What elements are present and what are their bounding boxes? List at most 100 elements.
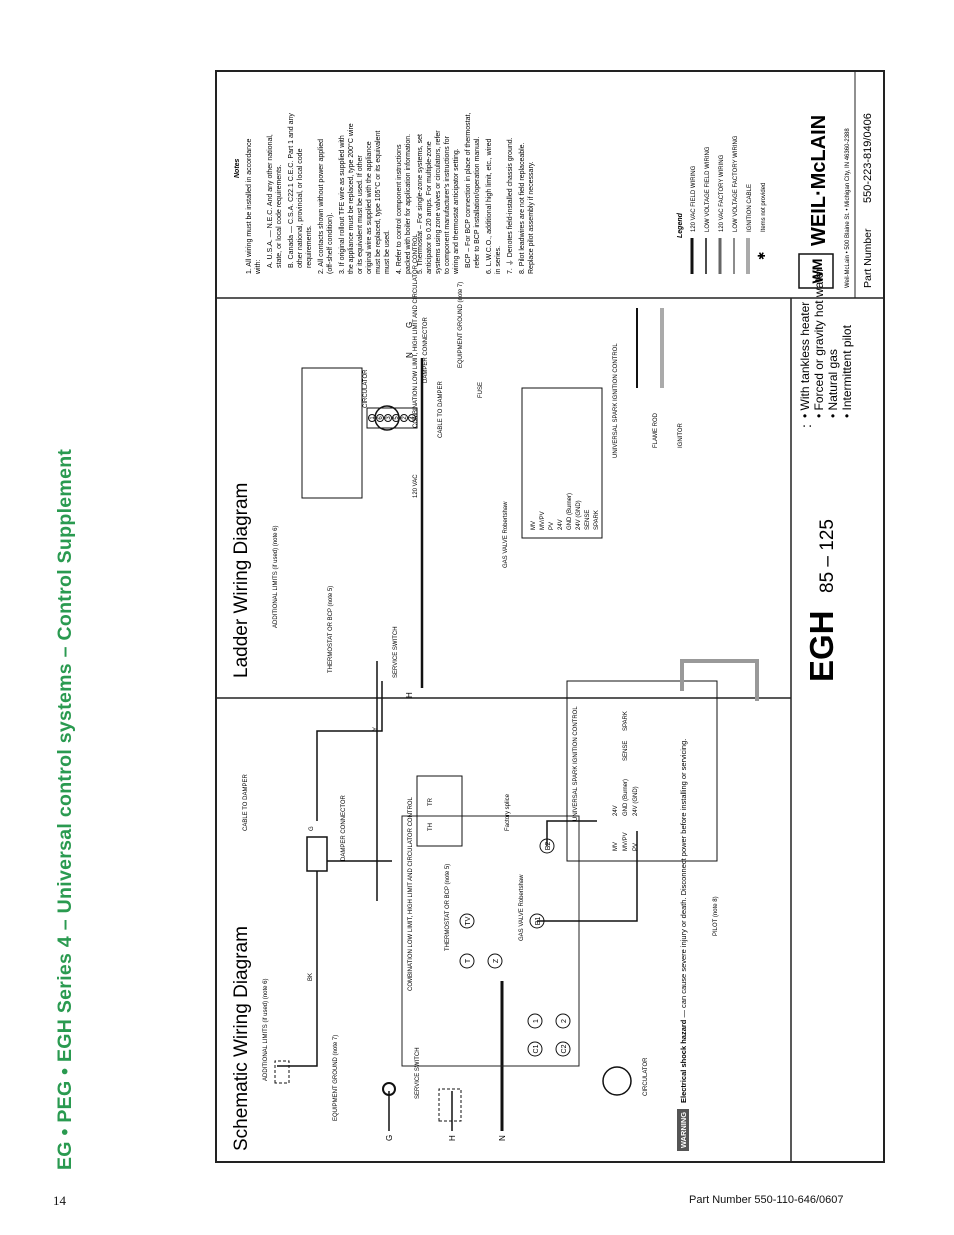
note-item-9: 6. L.W.C.O., additional high limit, etc.… [486,139,502,274]
ignition-control-label: UNIVERSAL SPARK IGNITION CONTROL [573,706,579,821]
brand-part-label: Part Number [862,228,874,288]
additional-limits-label: ADDITIONAL LIMITS (if used) (note 6) [263,979,269,1081]
ladder-terminal-5: GND (Burner) [567,493,573,530]
ladder-pin-6: 4 [410,416,416,420]
ladder-gas-valve-label: GAS VALVE Robertshaw [503,501,509,568]
model-feature-4: • Intermittent pilot [840,324,854,418]
damper-connector-icon [306,836,328,872]
model-range: 85 – 125 [817,519,838,593]
note-item-11: 8. Pilot leadwires are not field replace… [519,142,535,274]
ladder-terminal-8: SPARK [594,510,600,530]
wire-label-bk-1: BK [308,973,314,981]
damper-connector-label: DAMPER CONNECTOR [341,794,347,861]
model-colon: : [798,424,814,428]
wire-label-g-1: G [309,826,315,831]
gas-valve-th: TH [428,823,434,831]
ladder-flame-rod-label: FLAME ROD [653,412,659,448]
wiring-diagram-sheet: Schematic Wiring Diagram WARNING Electri… [215,70,885,1163]
note-item-5: 3. If original rollout TFE wire as suppl… [339,123,391,274]
ladder-terminal-1: MV [531,521,537,530]
schem-terminal-gnd-burner: GND (Burner) [623,779,629,816]
line-label-h: H [448,1135,457,1141]
terminal-c2: C2 [561,1044,568,1053]
notes-title: Notes [234,158,241,178]
footer-part-number: Part Number 550-110-646/0607 [689,1194,844,1206]
ladder-damper-connector-label: DAMPER CONNECTOR [423,316,429,383]
model-feature-1: • With tankless heater [798,302,812,418]
note-item-4: 2. All contacts shown without power appl… [318,139,334,274]
terminal-tv: TV [465,916,472,925]
service-switch-icon [438,1088,462,1122]
gas-valve-tr: TR [428,797,434,806]
ladder-pin-circle-4 [392,414,400,422]
terminal-n2: 2 [561,1019,568,1023]
schem-terminal-mv: MV [613,842,619,851]
note-item-1: 1. All wiring must be installed in accor… [246,138,262,275]
schem-terminal-24v: 24V [613,805,619,816]
ladder-pin-circle-3 [384,414,392,422]
ladder-circulator-label: CIRCULATOR [363,369,369,408]
ladder-control-box [301,367,363,499]
terminal-n1: 1 [533,1019,540,1023]
ladder-line-h: H [405,692,414,698]
equipment-ground-label: EQUIPMENT GROUND (note 7) [333,1035,339,1121]
schem-terminal-24v-gnd: 24V (GND) [633,786,639,816]
ladder-connector-pins-box [366,407,418,429]
warning-text: Electrical shock hazard — can cause seve… [679,739,688,1103]
ladder-additional-limits-label: ADDITIONAL LIMITS (if used) (note 6) [273,526,279,628]
legend-item-3: 120 VAC FACTORY WIRING [719,154,725,232]
ladder-terminal-7: SENSE [585,510,591,530]
schem-terminal-sense: SENSE [623,741,629,761]
ladder-line-g: G [405,322,414,328]
ladder-terminal-6: 24V (GND) [576,500,582,530]
legend-item-4: LOW VOLTAGE FACTORY WIRING [733,135,739,232]
brand-part-value: 550-223-819/0406 [862,113,874,203]
legend-item-5: IGNITION CABLE [747,184,753,232]
page-number: 14 [53,1193,66,1208]
note-item-3: B. Canada — C.S.A. C22.1 C.E.C. Part 1 a… [288,113,313,268]
legend-item-6: Items not provided [761,183,767,232]
ground-terminal-icon [382,1082,396,1096]
note-item-7: 5. Thermostat – For single-zone systems,… [417,130,460,275]
cable-to-damper-label: CABLE TO DAMPER [243,774,249,831]
ladder-title: Ladder Wiring Diagram [231,483,252,678]
note-item-6: 4. Refer to control component instructio… [396,134,412,274]
schem-terminal-pv: PV [633,843,639,851]
terminal-b2: B2 [545,842,552,851]
ladder-cable-to-damper-label: CABLE TO DAMPER [438,381,444,438]
model-feature-2: • Forced or gravity hot water [812,268,826,418]
gas-valve-box [416,775,463,847]
ladder-ignition-control-box [521,387,603,539]
ladder-pin-1: 1 [370,416,376,420]
page-header-title: EG • PEG • EGH Series 4 – Universal cont… [54,448,76,1170]
factory-splice-label: Factory splice [505,793,511,831]
ladder-terminal-4: 24V [558,519,564,530]
legend-item-1: 120 VAC FIELD WIRING [691,165,697,232]
note-item-8: BCP – For BCP connection in place of the… [465,113,481,268]
warning-badge [677,1109,689,1151]
line-label-n: N [498,1135,507,1141]
ignition-control-box [566,680,718,862]
ladder-fuse-label: FUSE [478,382,484,398]
ladder-pin-circle-2 [376,414,384,422]
schem-terminal-spark: SPARK [623,711,629,731]
ladder-120vac-label: 120 VAC [413,474,419,498]
ladder-service-switch-label: SERVICE SWITCH [393,626,399,678]
brand-logo-icon [798,253,834,289]
legend-item-2: LOW VOLTAGE FIELD WIRING [705,146,711,232]
ladder-combination-control-label: COMBINATION LOW LIMIT, HIGH LIMIT AND CI… [413,233,419,428]
model-name: EGH [803,610,840,682]
ladder-terminal-3: PV [549,522,555,530]
combination-control-box [401,815,580,1067]
warning-badge-text: WARNING [679,1112,688,1148]
combination-control-label: COMBINATION LOW LIMIT, HIGH LIMIT AND CI… [408,796,414,991]
note-item-2: A. U.S.A. — N.E.C. And any other nationa… [267,134,283,268]
terminal-z: Z [493,958,500,963]
ladder-ignitor-label: IGNITOR [678,422,684,448]
ladder-line-n: N [405,352,414,358]
terminal-t: T [465,958,472,963]
circulator-label: CIRCULATOR [643,1057,649,1096]
ladder-terminal-2: MV/PV [540,511,546,530]
ladder-equipment-ground-label: EQUIPMENT GROUND (note 7) [458,282,464,368]
schematic-title: Schematic Wiring Diagram [231,926,252,1151]
